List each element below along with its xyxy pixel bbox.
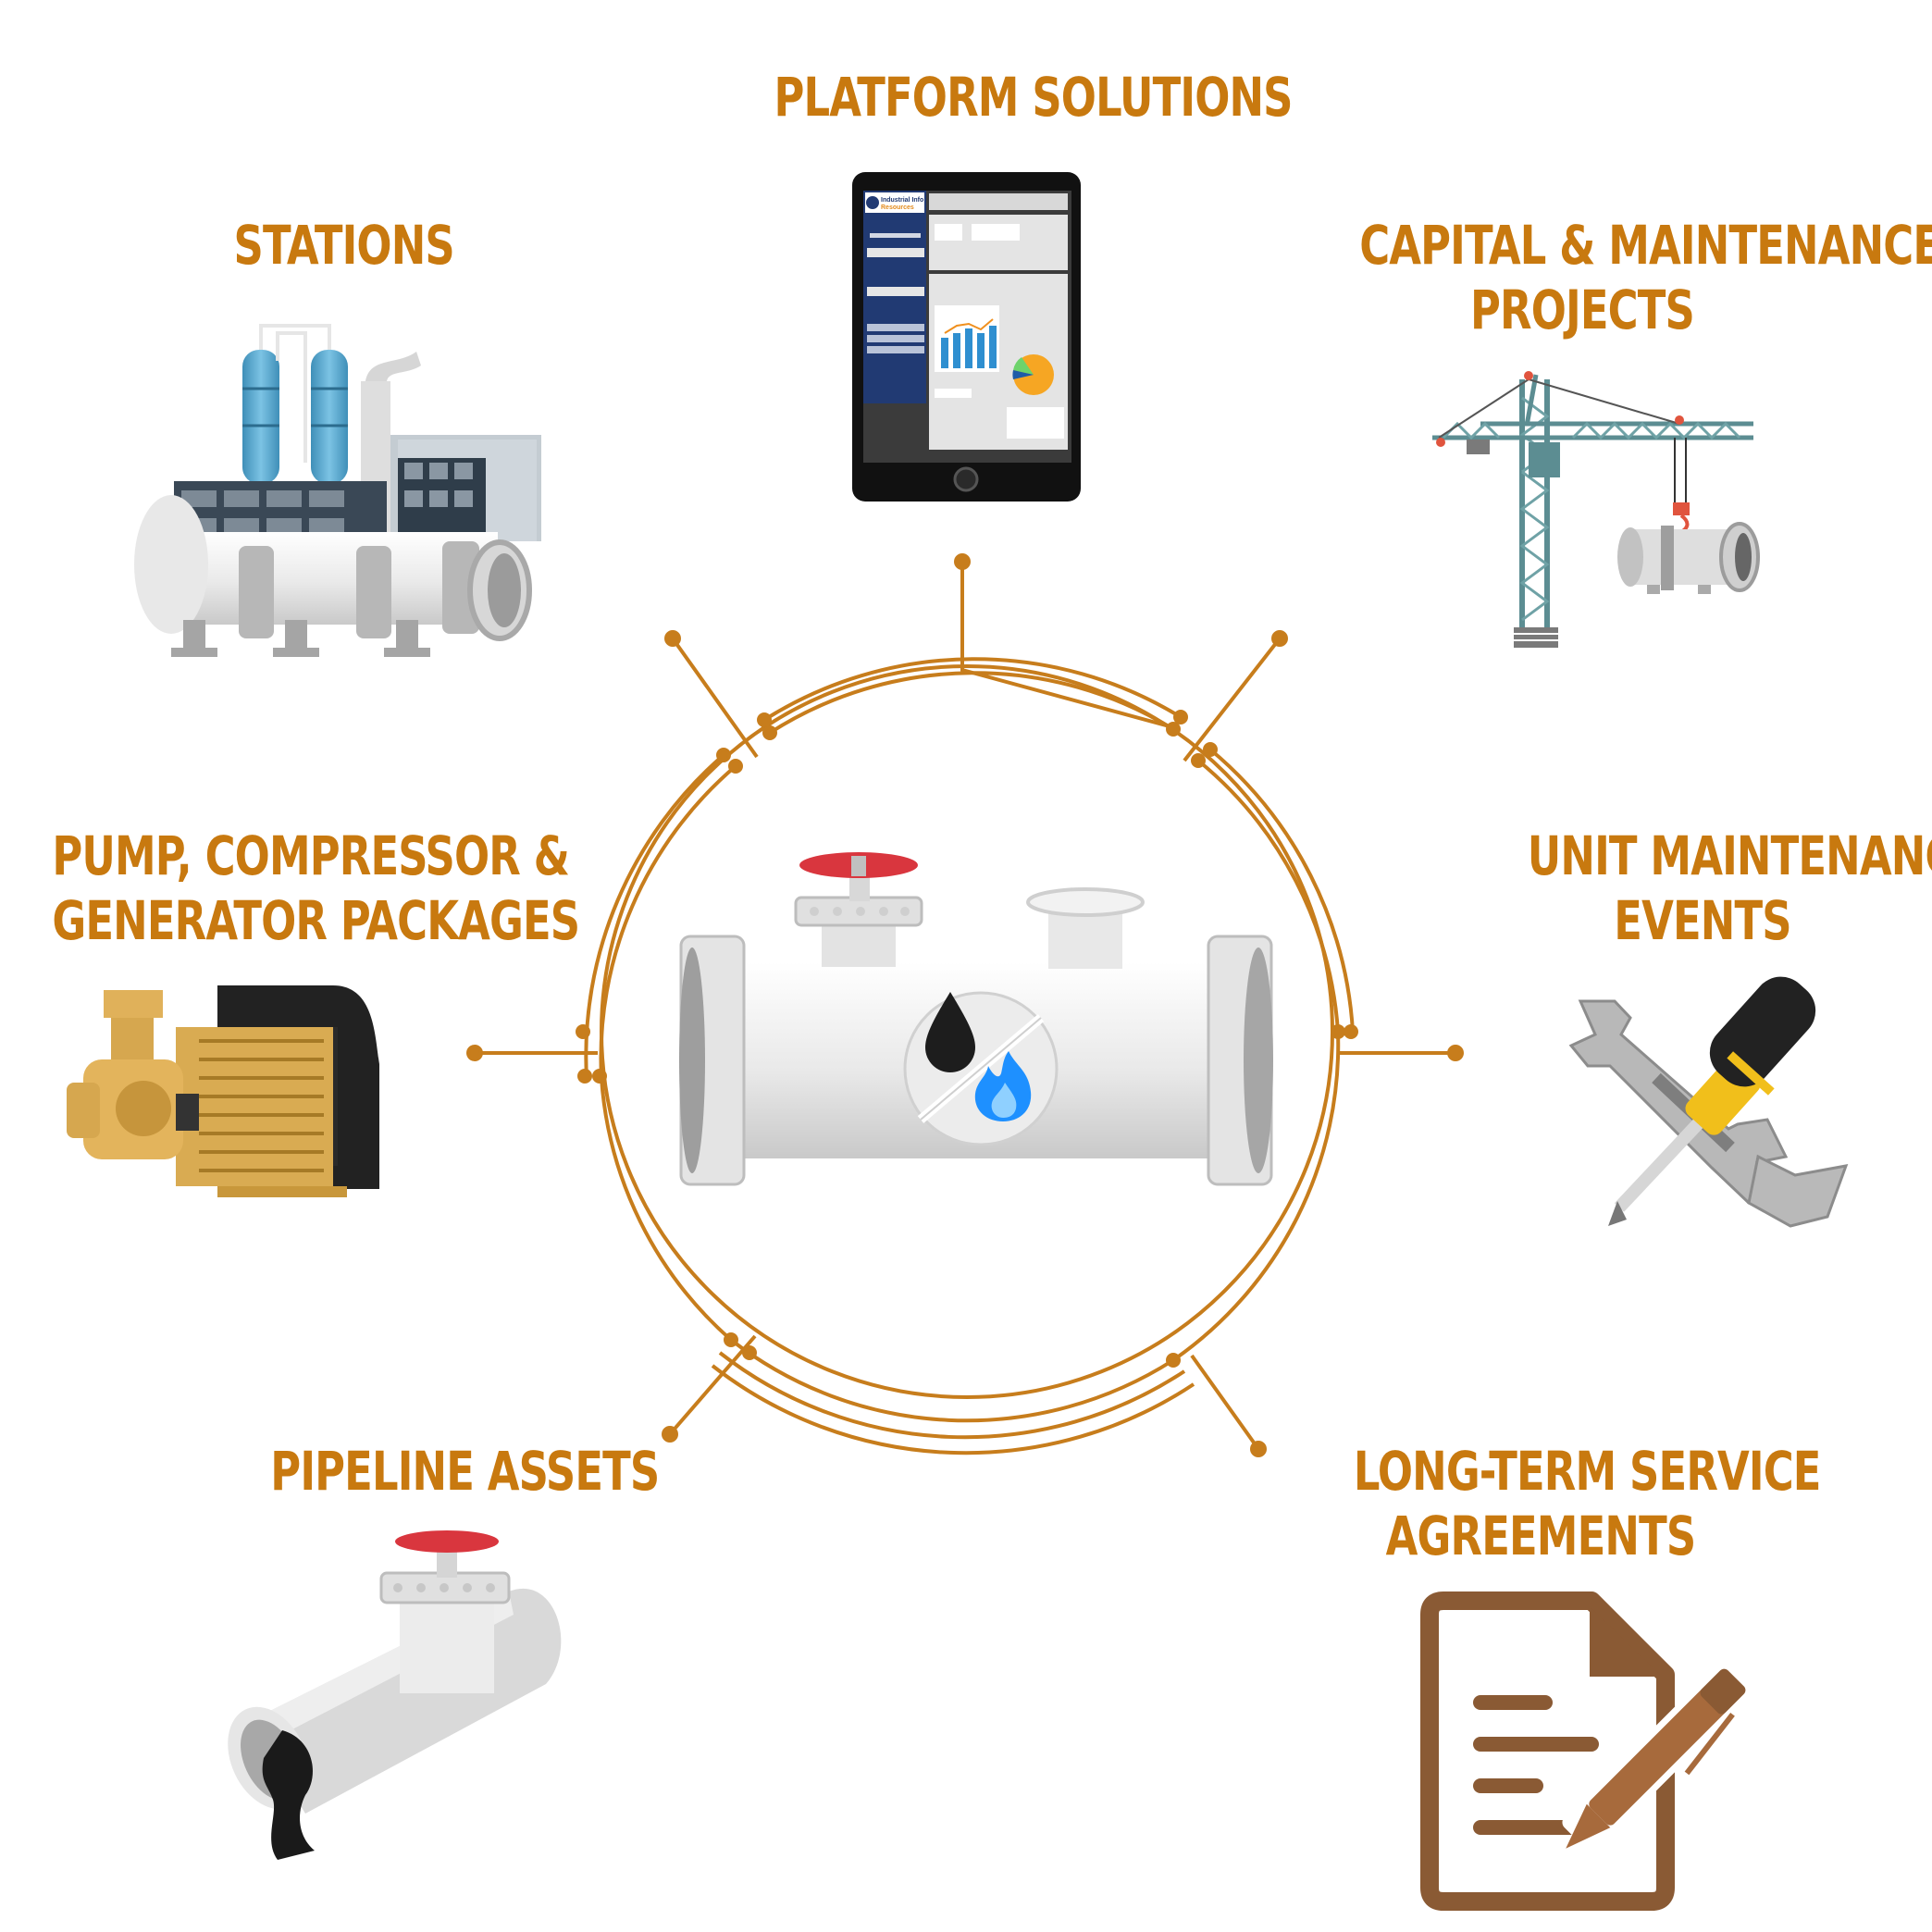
leaking-pipe-valve-icon: [228, 1530, 562, 1860]
ring-dot: [577, 1069, 592, 1084]
tower-crane-icon: [1432, 371, 1760, 648]
ring-dot: [724, 1332, 738, 1347]
spoke-right-dot: [1447, 1045, 1464, 1061]
ring-dot: [1344, 1024, 1358, 1039]
stations-title: STATIONS: [233, 214, 455, 277]
ltsa-title-line1: LONG-TERM SERVICE: [1353, 1440, 1822, 1503]
capital-title-line1: CAPITAL & MAINTENANCE: [1359, 214, 1932, 277]
ring-arc-bottom-b: [718, 1351, 1186, 1440]
platform-title: PLATFORM SOLUTIONS: [774, 66, 1294, 129]
spoke-left-dot: [466, 1045, 483, 1061]
ring-dot: [1191, 753, 1206, 768]
label-pump-compressor-generator: PUMP, COMPRESSOR & GENERATOR PACKAGES: [52, 824, 580, 953]
ring-dot: [716, 748, 731, 762]
ring-dot: [1173, 710, 1188, 724]
ring-arc-right-a: [1196, 759, 1340, 1033]
pump-motor-icon: [67, 985, 379, 1197]
spoke-top-line: [960, 562, 1181, 731]
ring-dot: [1203, 742, 1218, 757]
spoke-topright-dot: [1271, 630, 1288, 647]
label-pipeline-assets: PIPELINE ASSETS: [270, 1439, 660, 1504]
ring-arc-leftlow: [600, 1077, 733, 1342]
ring-dot: [1166, 1353, 1181, 1368]
spoke-bottomleft: [668, 1334, 757, 1436]
oil-drop-icon: [925, 992, 975, 1072]
ring-dot: [1166, 722, 1181, 737]
contract-pen-icon: [1420, 1591, 1752, 1911]
label-stations: STATIONS: [233, 213, 455, 278]
ring-arc-right-b: [1208, 748, 1355, 1033]
capital-title-line2: PROJECTS: [1470, 279, 1695, 341]
ring-dot: [1331, 1024, 1345, 1039]
gas-flame-icon: [974, 1051, 1032, 1121]
ring-arc-rightlow: [1171, 1031, 1341, 1362]
pipeline-title: PIPELINE ASSETS: [270, 1440, 660, 1503]
pump-title-line2: GENERATOR PACKAGES: [52, 889, 580, 952]
connector-spokes: [466, 553, 1464, 1457]
ring-dot: [728, 759, 743, 774]
spoke-topright: [1183, 637, 1282, 762]
ring-dot: [742, 1345, 757, 1360]
oil-gas-pipe-hub-icon: [679, 852, 1273, 1186]
tablet-brand-line1: Industrial Info: [881, 197, 923, 204]
label-unit-maintenance-events: UNIT MAINTENANCE EVENTS: [1527, 824, 1932, 953]
pump-title-line1: PUMP, COMPRESSOR &: [52, 824, 569, 887]
spoke-topleft: [671, 637, 759, 759]
label-capital-maintenance-projects: CAPITAL & MAINTENANCE PROJECTS: [1359, 213, 1932, 342]
pipeline-valve-handwheel: [395, 1530, 499, 1553]
spoke-bottomright: [1190, 1354, 1260, 1451]
label-long-term-service-agreements: LONG-TERM SERVICE AGREEMENTS: [1353, 1439, 1822, 1568]
ring-dot: [757, 712, 772, 727]
spoke-bottomleft-dot: [662, 1426, 678, 1443]
industrial-station-icon: [134, 324, 541, 657]
spoke-top-dot: [954, 553, 971, 570]
ring-arc-bottom-a: [729, 1338, 1175, 1423]
tablet-home-button: [953, 466, 979, 492]
unit-title-line1: UNIT MAINTENANCE: [1527, 824, 1932, 887]
tablet-dashboard-icon: Industrial Info Resources: [852, 172, 1081, 502]
ltsa-title-line2: AGREEMENTS: [1385, 1505, 1697, 1567]
ring-arc-left-a: [599, 764, 737, 1079]
unit-title-line2: EVENTS: [1614, 889, 1791, 952]
ring-dot: [576, 1024, 590, 1039]
spoke-topleft-dot: [664, 630, 681, 647]
ring-arc-top-a: [768, 671, 1175, 735]
tablet-brand-line2: Resources: [881, 204, 914, 211]
spoke-bottomright-dot: [1250, 1441, 1267, 1457]
ring-arc-top-b: [762, 657, 1183, 722]
ring-dot: [762, 725, 777, 740]
wrench-screwdriver-icon: [1568, 976, 1849, 1228]
label-platform-solutions: PLATFORM SOLUTIONS: [774, 65, 1294, 130]
ring-arc-bottom-c: [711, 1364, 1195, 1455]
ring-dot: [592, 1069, 607, 1084]
